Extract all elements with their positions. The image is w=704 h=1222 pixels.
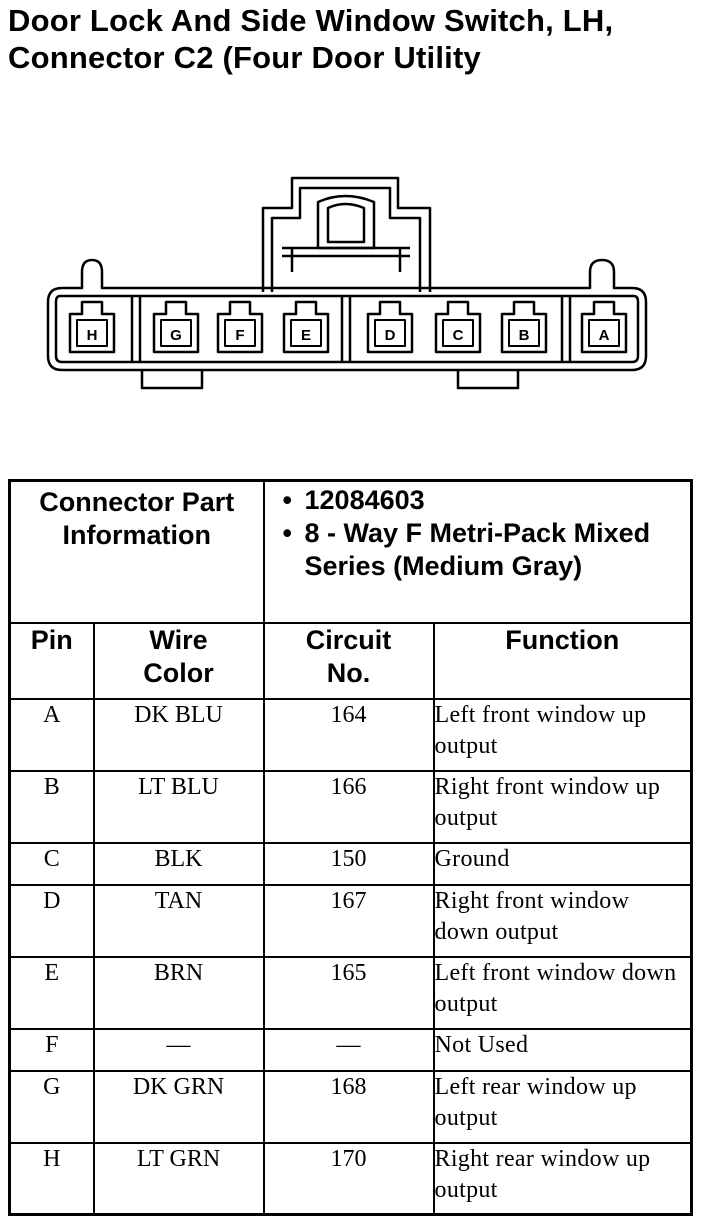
pin-label: F xyxy=(235,327,244,344)
part-info-list: • 12084603 • 8 - Way F Metri-Pack Mixed Ser… xyxy=(265,482,691,583)
pin-terminal-e: E xyxy=(282,300,330,354)
cell-circuit: 170 xyxy=(262,1141,435,1216)
cell-function: Right front window up output xyxy=(432,769,693,844)
title-line-1: Door Lock And Side Window Switch, LH, xyxy=(8,3,614,38)
part-info-text: 12084603 xyxy=(304,485,425,515)
pin-label: A xyxy=(599,327,610,344)
cell-circuit: 168 xyxy=(262,1069,435,1144)
cell-wire-color: BLK xyxy=(92,841,265,886)
pin-label: G xyxy=(170,327,182,344)
cell-wire-color: BRN xyxy=(92,955,265,1030)
connector-body xyxy=(46,258,648,390)
cell-function: Left front window down output xyxy=(432,955,693,1030)
cell-pin: F xyxy=(8,1027,95,1072)
header-wire-color: Wire Color xyxy=(92,621,265,700)
pin-terminal-g: G xyxy=(152,300,200,354)
part-info-row: Connector Part Information • 12084603 • 8 -… xyxy=(8,479,693,624)
cell-pin: H xyxy=(8,1141,95,1216)
cell-wire-color: DK BLU xyxy=(92,697,265,772)
pin-terminal-b: B xyxy=(500,300,548,354)
pin-terminal-h: H xyxy=(68,300,116,354)
cell-function: Ground xyxy=(432,841,693,886)
cell-circuit: 166 xyxy=(262,769,435,844)
part-info-text: 8 - Way F Metri-Pack Mixed Series (Mediu… xyxy=(304,518,651,581)
title-line-2: Connector C2 (Four Door Utility xyxy=(8,40,481,75)
part-info-item: • 12084603 xyxy=(283,484,691,517)
cell-function: Right rear window up output xyxy=(432,1141,693,1216)
cell-function: Not Used xyxy=(432,1027,693,1072)
part-info-item: • 8 - Way F Metri-Pack Mixed Series (Medi… xyxy=(283,517,691,583)
pin-terminal-f: F xyxy=(216,300,264,354)
cell-circuit: — xyxy=(262,1027,435,1072)
part-info-details: • 12084603 • 8 - Way F Metri-Pack Mixed Ser… xyxy=(262,479,693,624)
cell-circuit: 164 xyxy=(262,697,435,772)
cell-pin: E xyxy=(8,955,95,1030)
pin-label: B xyxy=(519,327,530,344)
cell-circuit: 167 xyxy=(262,883,435,958)
bullet-icon: • xyxy=(282,485,292,515)
part-info-label: Connector Part Information xyxy=(8,479,265,624)
cell-circuit: 165 xyxy=(262,955,435,1030)
header-row: Pin Wire Color Circuit No. Function xyxy=(8,621,693,700)
cell-circuit: 150 xyxy=(262,841,435,886)
cell-function: Left front window up output xyxy=(432,697,693,772)
cell-wire-color: — xyxy=(92,1027,265,1072)
bullet-icon: • xyxy=(282,518,292,548)
cell-function: Right front window down output xyxy=(432,883,693,958)
cell-function: Left rear window up output xyxy=(432,1069,693,1144)
cell-wire-color: DK GRN xyxy=(92,1069,265,1144)
pin-label: D xyxy=(385,327,396,344)
pin-terminal-c: C xyxy=(434,300,482,354)
pin-label: E xyxy=(301,327,311,344)
cell-wire-color: LT GRN xyxy=(92,1141,265,1216)
header-function: Function xyxy=(432,621,693,700)
cell-pin: B xyxy=(8,769,95,844)
connector-latch xyxy=(261,176,432,292)
cell-pin: C xyxy=(8,841,95,886)
cell-wire-color: TAN xyxy=(92,883,265,958)
cell-pin: G xyxy=(8,1069,95,1144)
header-pin: Pin xyxy=(8,621,95,700)
connector-info-table: Connector Part Information • 12084603 • 8 -… xyxy=(8,479,694,1216)
page-title: Door Lock And Side Window Switch, LH, Co… xyxy=(8,2,698,76)
cell-pin: D xyxy=(8,883,95,958)
table-row: F——Not Used xyxy=(8,1027,693,1072)
pin-label: C xyxy=(453,327,464,344)
header-circuit: Circuit No. xyxy=(262,621,435,700)
pin-label: H xyxy=(87,327,98,344)
pin-terminal-a: A xyxy=(580,300,628,354)
cell-pin: A xyxy=(8,697,95,772)
pin-terminal-d: D xyxy=(366,300,414,354)
cell-wire-color: LT BLU xyxy=(92,769,265,844)
